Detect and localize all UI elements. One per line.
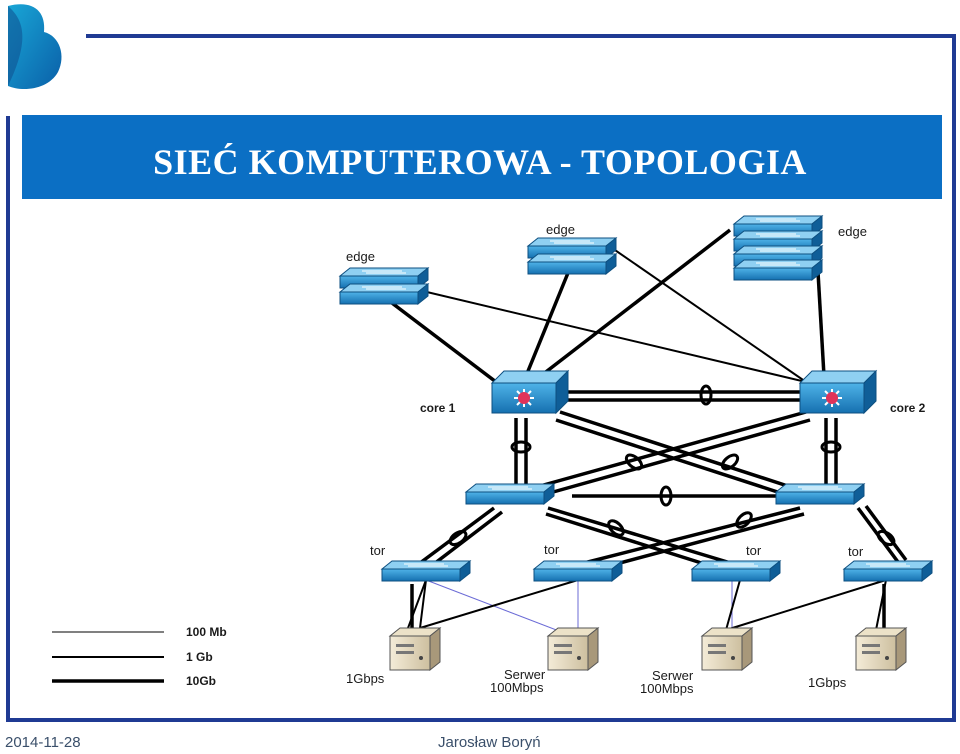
edge-switch-left [339,267,429,305]
tor-1-label: tor [370,543,386,558]
footer-author: Jarosław Boryń [438,734,541,751]
edge-switch-middle [527,237,617,275]
aggregation-switch-left [465,483,555,505]
server-4 [855,627,907,671]
aggregation-switch-right [775,483,865,505]
tor-switch-2 [533,560,623,582]
footer-date: 2014-11-28 [5,734,81,751]
edge-middle-label: edge [546,222,575,237]
tor-2-label: tor [544,542,560,557]
server-3-label-line2: 100Mbps [640,681,694,696]
legend-label-10gb: 10Gb [186,674,216,688]
server-3 [701,627,753,671]
server-2 [547,627,599,671]
edge-left-label: edge [346,249,375,264]
server-2-label-line2: 100Mbps [490,680,544,695]
core-switch-1 [491,370,569,414]
logo-icon [8,4,62,90]
tor-3-label: tor [746,543,762,558]
edge-right-label: edge [838,224,867,239]
core-switch-2 [799,370,877,414]
edge-switch-right [733,215,823,281]
legend-label-1gb: 1 Gb [186,650,213,664]
tor-switch-4 [843,560,933,582]
core-2-label: core 2 [890,401,926,415]
server-2-label-line1: Serwer [504,667,546,682]
core-1-label: core 1 [420,401,456,415]
network-topology-diagram: edge edge edge core 1 core 2 tor tor tor… [52,215,933,696]
title-bar [22,115,942,199]
server-1 [389,627,441,671]
server-1-label: 1Gbps [346,671,385,686]
tor-switch-3 [691,560,781,582]
server-3-label-line1: Serwer [652,668,694,683]
slide-title: SIEĆ KOMPUTEROWA - TOPOLOGIA [153,142,807,182]
legend: 100 Mb 1 Gb 10Gb [52,625,227,688]
server-4-label: 1Gbps [808,675,847,690]
tor-switch-1 [381,560,471,582]
legend-label-100mb: 100 Mb [186,625,227,639]
tor-4-label: tor [848,544,864,559]
